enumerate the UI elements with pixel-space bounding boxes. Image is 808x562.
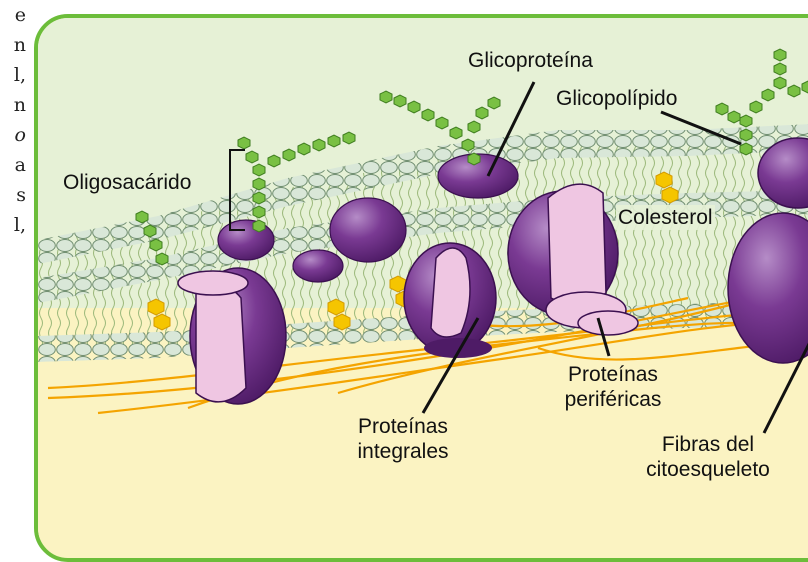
label-colesterol: Colesterol: [616, 205, 715, 230]
side-text-line: o: [0, 120, 26, 150]
side-text-line: n: [0, 30, 26, 60]
side-text-line: l,: [0, 210, 26, 240]
side-text-line: l,: [0, 60, 26, 90]
label-oligosacarido: Oligosacárido: [63, 170, 191, 195]
label-line: Proteínas: [338, 414, 468, 439]
side-text-line: s: [0, 180, 26, 210]
membrane-diagram-frame: Glicoproteína Glicopolípido Oligosacárid…: [34, 14, 808, 562]
label-line: Fibras del: [638, 432, 778, 457]
protein-globule-left: [218, 220, 274, 260]
label-proteinas-perifericas: Proteínas periféricas: [548, 362, 678, 412]
small-protein: [293, 250, 343, 282]
side-text-line: a: [0, 150, 26, 180]
label-line: periféricas: [548, 387, 678, 412]
label-line: citoesqueleto: [638, 457, 778, 482]
side-text-line: n: [0, 90, 26, 120]
label-glicopolipido: Glicopolípido: [556, 86, 677, 111]
label-glicoproteina: Glicoproteína: [468, 48, 593, 73]
label-line: Proteínas: [548, 362, 678, 387]
label-fibras-citoesqueleto: Fibras del citoesqueleto: [638, 432, 778, 482]
label-line: integrales: [338, 439, 468, 464]
side-text-fragments: e n l, n o a s l,: [0, 0, 26, 380]
side-text-line: e: [0, 0, 26, 30]
label-proteinas-integrales: Proteínas integrales: [338, 414, 468, 464]
protein-globule: [330, 198, 406, 262]
